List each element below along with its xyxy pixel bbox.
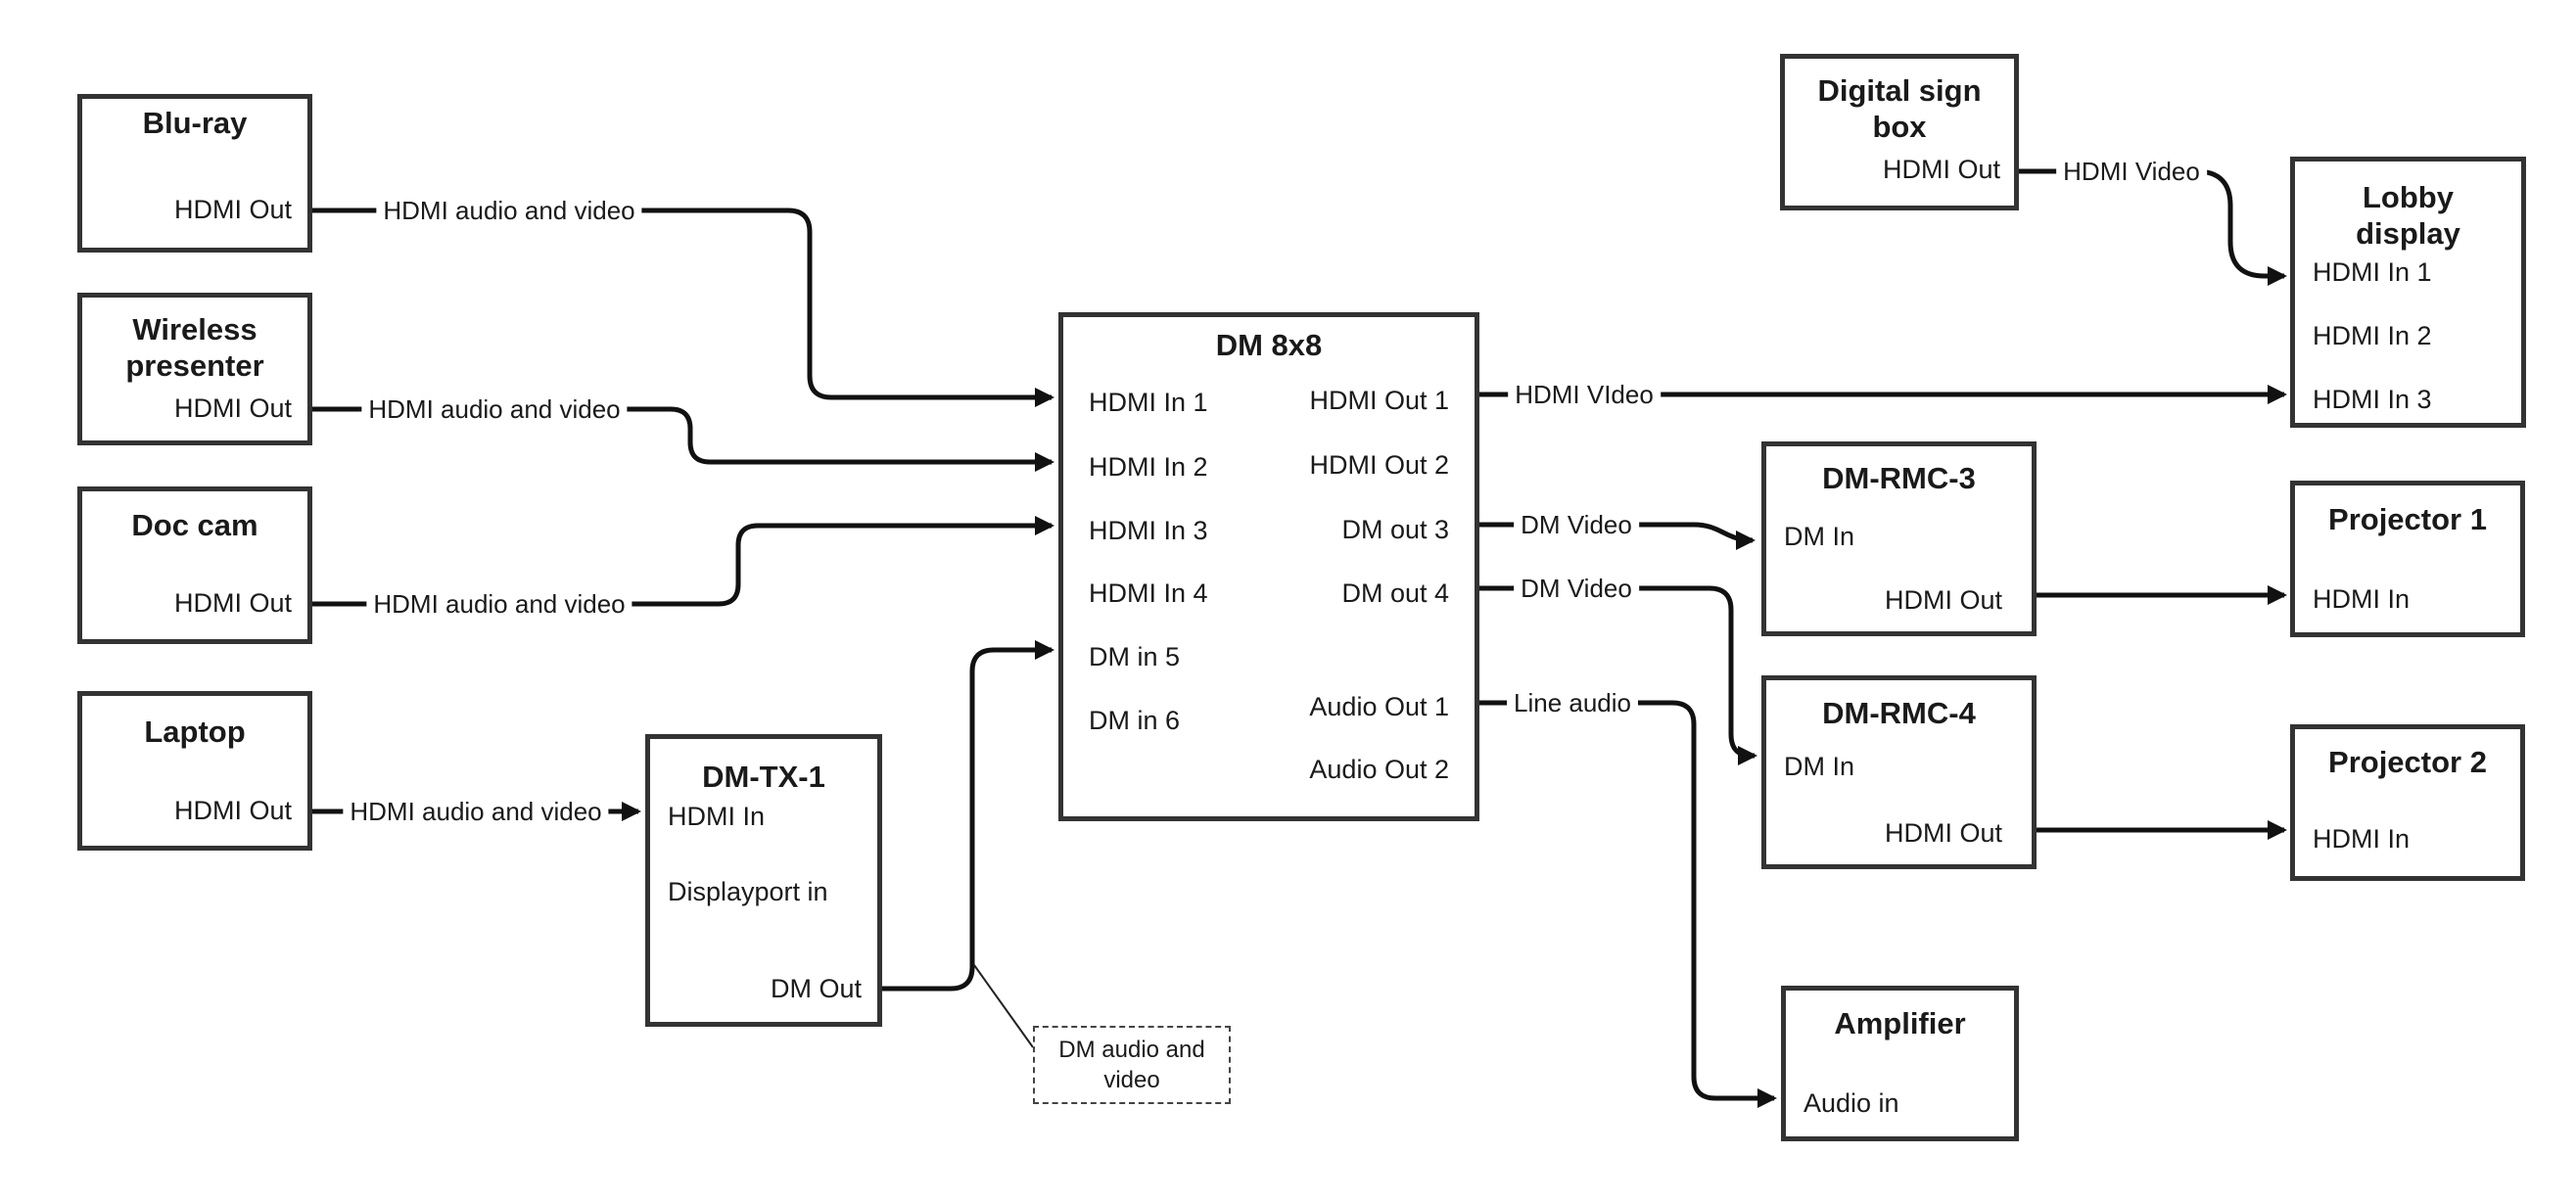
annotation-callout-line	[973, 964, 1034, 1048]
port-dm8x8-audio-out-1: Audio Out 1	[1309, 692, 1449, 721]
connector-dmtx1-to-dm8x8-in5	[882, 640, 1054, 992]
connector-wireless-to-dm8x8-in2	[312, 406, 1054, 472]
connector-doccam-to-dm8x8-in3	[312, 516, 1054, 607]
port-dm8x8-dm-in-5: DM in 5	[1089, 642, 1181, 671]
edge-label-bluray-dm8x8: HDMI audio and video	[376, 195, 642, 226]
node-dm-tx-1: DM-TX-1 HDMI In Displayport in DM Out	[645, 734, 882, 1027]
port-bluray-hdmi-out: HDMI Out	[173, 195, 292, 224]
port-dmtx1-hdmi-in: HDMI In	[668, 802, 766, 831]
port-dm8x8-hdmi-in-1: HDMI In 1	[1089, 388, 1208, 417]
connector-dm8x8-audio1-to-amplifier	[1479, 700, 1777, 1108]
node-dm-tx-1-title: DM-TX-1	[702, 760, 825, 794]
node-projector-2-title: Projector 2	[2328, 745, 2487, 779]
node-doc-cam: Doc cam HDMI Out	[77, 486, 312, 644]
node-digital-sign-box-title: Digital sign box	[1817, 73, 1982, 144]
port-dm8x8-audio-out-2: Audio Out 2	[1309, 755, 1449, 784]
port-dmtx1-displayport-in: Displayport in	[668, 877, 828, 906]
connector-dm8x8-out3-to-dmrmc3	[1479, 522, 1756, 550]
port-dmtx1-dm-out: DM Out	[770, 974, 862, 1003]
port-proj1-hdmi-in: HDMI In	[2313, 584, 2411, 614]
port-digitalsign-hdmi-out: HDMI Out	[1882, 155, 2000, 184]
port-dm8x8-hdmi-out-2: HDMI Out 2	[1309, 450, 1449, 480]
node-digital-sign-box: Digital sign box HDMI Out	[1780, 54, 2019, 210]
port-dmrmc3-hdmi-out: HDMI Out	[1884, 585, 2002, 615]
port-doccam-hdmi-out: HDMI Out	[173, 588, 292, 618]
port-laptop-hdmi-out: HDMI Out	[173, 796, 292, 825]
port-dm8x8-hdmi-in-4: HDMI In 4	[1089, 578, 1208, 608]
connector-bluray-to-dm8x8-in1	[312, 208, 1054, 407]
port-lobby-hdmi-in-2: HDMI In 2	[2313, 321, 2432, 350]
port-dm8x8-hdmi-in-2: HDMI In 2	[1089, 452, 1208, 482]
node-projector-2: Projector 2 HDMI In	[2290, 724, 2525, 881]
annotation-dm-audio-video: DM audio and video	[1033, 1026, 1231, 1104]
port-dm8x8-dm-out-4: DM out 4	[1341, 578, 1449, 608]
port-dm8x8-dm-in-6: DM in 6	[1089, 706, 1181, 735]
edge-label-dm8x8-amplifier: Line audio	[1507, 687, 1638, 718]
node-wireless-presenter-title: Wireless presenter	[125, 312, 264, 383]
node-projector-1: Projector 1 HDMI In	[2290, 481, 2525, 637]
node-bluray: Blu-ray HDMI Out	[77, 94, 312, 253]
node-dm-rmc-3: DM-RMC-3 DM In HDMI Out	[1761, 441, 2037, 636]
edge-label-dm8x8-dmrmc4: DM Video	[1514, 573, 1639, 604]
connector-digitalsign-to-lobby-in1	[2019, 168, 2287, 286]
port-dmrmc3-dm-in: DM In	[1784, 522, 1855, 551]
port-lobby-hdmi-in-1: HDMI In 1	[2313, 257, 2432, 287]
port-dmrmc4-hdmi-out: HDMI Out	[1884, 818, 2002, 848]
edge-label-dm8x8-lobby: HDMI VIdeo	[1508, 379, 1661, 410]
node-dm-rmc-3-title: DM-RMC-3	[1822, 461, 1976, 495]
node-bluray-title: Blu-ray	[142, 106, 248, 140]
node-projector-1-title: Projector 1	[2328, 502, 2487, 536]
port-dm8x8-dm-out-3: DM out 3	[1341, 515, 1449, 544]
node-wireless-presenter: Wireless presenter HDMI Out	[77, 293, 312, 445]
node-lobby-display: Lobby display HDMI In 1 HDMI In 2 HDMI I…	[2290, 157, 2526, 428]
port-proj2-hdmi-in: HDMI In	[2313, 824, 2411, 854]
node-doc-cam-title: Doc cam	[131, 508, 258, 542]
port-dmrmc4-dm-in: DM In	[1784, 752, 1855, 781]
port-dm8x8-hdmi-in-3: HDMI In 3	[1089, 516, 1208, 545]
port-lobby-hdmi-in-3: HDMI In 3	[2313, 385, 2432, 414]
node-amplifier: Amplifier Audio in	[1781, 986, 2019, 1141]
port-dm8x8-hdmi-out-1: HDMI Out 1	[1309, 386, 1449, 415]
edge-label-wireless-dm8x8: HDMI audio and video	[361, 393, 628, 425]
node-dm-8x8-title: DM 8x8	[1215, 328, 1323, 362]
edge-label-digitalsign-lobby: HDMI Video	[2056, 156, 2207, 187]
connector-dm8x8-out4-to-dmrmc4	[1479, 585, 1757, 765]
node-laptop: Laptop HDMI Out	[77, 691, 312, 851]
edge-label-laptop-dmtx1: HDMI audio and video	[343, 796, 609, 827]
node-dm-rmc-4: DM-RMC-4 DM In HDMI Out	[1761, 675, 2037, 869]
edge-label-dm8x8-dmrmc3: DM Video	[1514, 509, 1639, 540]
node-laptop-title: Laptop	[144, 715, 246, 749]
node-amplifier-title: Amplifier	[1834, 1006, 1966, 1040]
port-amplifier-audio-in: Audio in	[1803, 1088, 1899, 1118]
node-lobby-display-title: Lobby display	[2356, 180, 2460, 251]
port-wireless-hdmi-out: HDMI Out	[173, 393, 292, 423]
node-dm-8x8: DM 8x8 HDMI In 1 HDMI In 2 HDMI In 3 HDM…	[1058, 312, 1479, 821]
node-dm-rmc-4-title: DM-RMC-4	[1822, 696, 1976, 730]
edge-label-doccam-dm8x8: HDMI audio and video	[366, 588, 632, 620]
